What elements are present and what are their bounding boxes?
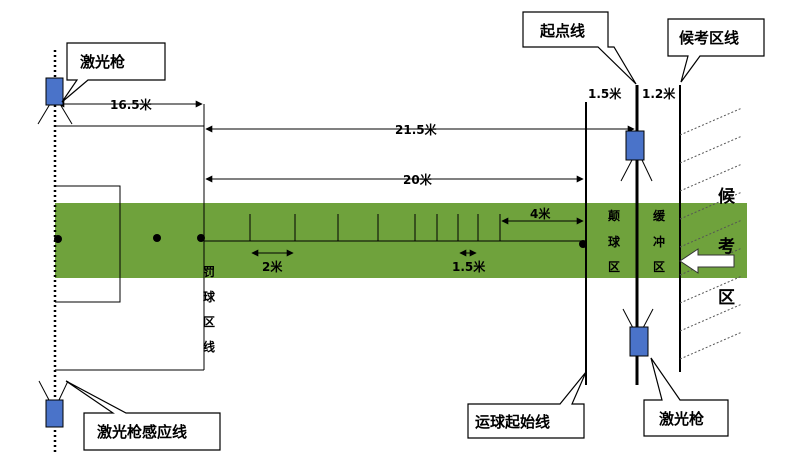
buffer-zone-label-char-1: 缓 <box>653 208 666 223</box>
callout-laser-sensing-line: 激光枪感应线 <box>65 380 221 451</box>
laser-gun-top-right <box>620 130 653 182</box>
callout-laser-gun-bottom: 激光枪 <box>643 357 729 437</box>
bounce-zone-label-char-1: 颠 <box>607 208 620 223</box>
laser-gun-bottom-left <box>38 380 69 428</box>
dim-2-label: 2米 <box>262 259 283 274</box>
waiting-zone-hatching <box>679 107 743 360</box>
bounce-zone-label-char-2: 球 <box>608 234 621 249</box>
field-dot-1 <box>54 235 62 243</box>
laser-gun-top-left <box>37 77 73 125</box>
penalty-area-label-char-3: 区 <box>203 315 215 329</box>
callout-laser-gun-top-text: 激光枪 <box>80 53 125 71</box>
callout-start-line: 起点线 <box>522 11 637 85</box>
penalty-area-label-char-4: 线 <box>203 339 215 354</box>
dim-4-label: 4米 <box>530 206 551 221</box>
callout-waiting-zone-line-text: 候考区线 <box>679 29 739 47</box>
buffer-zone-label-char-2: 冲 <box>653 234 665 249</box>
penalty-area-label-char-1: 罚 <box>203 265 215 279</box>
callout-dribble-start-line-text: 运球起始线 <box>475 413 550 431</box>
callout-start-line-text: 起点线 <box>539 22 585 40</box>
buffer-zone-label-char-3: 区 <box>653 260 665 274</box>
dim-1-5-marker-label: 1.5米 <box>452 259 486 274</box>
dim-1-5-top-label: 1.5米 <box>588 86 622 101</box>
field-dot-3 <box>197 234 205 242</box>
callout-dribble-start-line: 运球起始线 <box>467 371 587 439</box>
dim-16-5-label: 16.5米 <box>110 97 153 112</box>
dim-1-2-top-label: 1.2米 <box>642 86 676 101</box>
dimension-arrows <box>57 100 635 257</box>
field-dot-2 <box>153 234 161 242</box>
callout-laser-gun-bottom-text: 激光枪 <box>659 410 704 428</box>
callout-waiting-zone-line: 候考区线 <box>667 18 765 83</box>
bounce-zone-label-char-3: 区 <box>608 260 620 274</box>
callout-laser-gun-top: 激光枪 <box>61 42 166 103</box>
dim-21-5-label: 21.5米 <box>395 122 438 137</box>
penalty-area-label-char-2: 球 <box>203 289 216 304</box>
waiting-zone-label-char-2: 考 <box>717 236 735 257</box>
laser-gun-bottom-right <box>622 308 654 357</box>
entry-arrow-icon <box>679 248 735 274</box>
dim-20-label: 20米 <box>403 172 433 187</box>
waiting-zone-label-char-3: 区 <box>718 288 735 308</box>
callout-laser-sensing-line-text: 激光枪感应线 <box>97 423 187 441</box>
marker-line <box>204 214 583 242</box>
waiting-zone-label-char-1: 候 <box>718 186 736 207</box>
